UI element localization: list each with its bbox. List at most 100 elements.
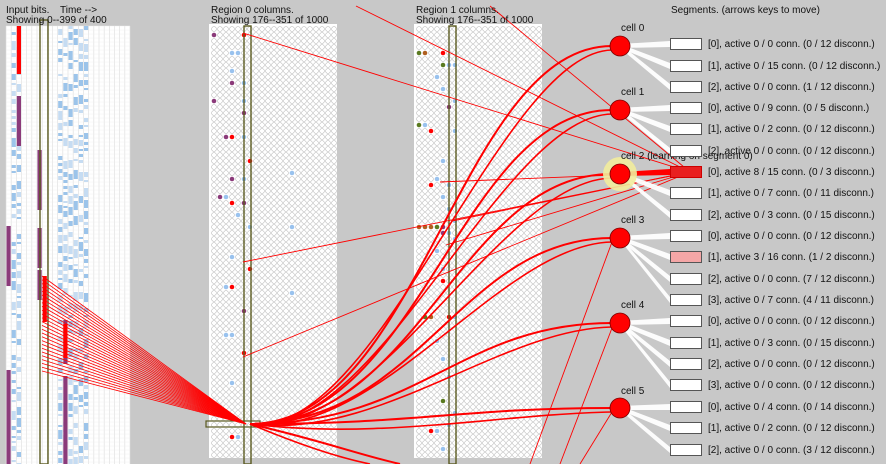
segment-swatch[interactable] <box>670 102 702 114</box>
segment-row[interactable]: [1], active 0 / 3 conn. (0 / 15 disconn.… <box>670 336 875 350</box>
segment-swatch[interactable] <box>670 123 702 135</box>
column-dot <box>331 254 337 260</box>
column-dot <box>265 62 271 68</box>
segment-swatch-partial[interactable] <box>670 251 702 263</box>
segment-row[interactable]: [3], active 0 / 7 conn. (4 / 11 disconn.… <box>670 293 874 307</box>
column-dot <box>265 26 271 32</box>
column-dot <box>464 110 470 116</box>
segment-swatch[interactable] <box>670 444 702 456</box>
segment-swatch[interactable] <box>670 60 702 72</box>
column-dot <box>470 422 476 428</box>
column-dot <box>488 80 494 86</box>
column-dot <box>331 134 337 140</box>
column-dot <box>512 92 518 98</box>
cell-0[interactable] <box>609 35 631 57</box>
segment-row[interactable]: [2], active 0 / 0 conn. (7 / 12 disconn.… <box>670 272 875 286</box>
column-dot <box>458 32 464 38</box>
input-bit <box>16 234 21 239</box>
segment-row-selected[interactable]: [0], active 8 / 15 conn. (0 / 3 disconn.… <box>670 165 875 179</box>
segment-row[interactable]: [0], active 0 / 0 conn. (0 / 12 disconn.… <box>670 37 875 51</box>
segment-row[interactable]: [2], active 0 / 0 conn. (0 / 12 disconn.… <box>670 357 875 371</box>
segment-row[interactable]: [1], active 0 / 7 conn. (0 / 11 disconn.… <box>670 186 874 200</box>
segment-swatch[interactable] <box>670 81 702 93</box>
segment-swatch-active[interactable] <box>670 166 702 178</box>
column-dot <box>229 110 235 116</box>
segment-swatch[interactable] <box>670 230 702 242</box>
column-dot <box>488 374 494 380</box>
segment-swatch[interactable] <box>670 379 702 391</box>
region0-column-grid[interactable] <box>209 24 337 458</box>
column-dot <box>422 152 428 158</box>
column-dot <box>211 176 217 182</box>
column-dot <box>434 188 440 194</box>
column-dot <box>524 452 530 458</box>
column-dot <box>301 176 307 182</box>
column-dot <box>229 158 235 164</box>
column-dot <box>307 338 313 344</box>
segment-row[interactable]: [0], active 0 / 0 conn. (0 / 12 disconn.… <box>670 314 875 328</box>
segment-row[interactable]: [0], active 0 / 4 conn. (0 / 14 disconn.… <box>670 400 875 414</box>
input-bit <box>73 97 78 105</box>
column-dot <box>428 398 434 404</box>
column-dot <box>259 140 265 146</box>
column-dot <box>211 446 217 452</box>
column-dot <box>271 320 277 326</box>
segment-row[interactable]: [1], active 0 / 15 conn. (0 / 12 disconn… <box>670 59 880 73</box>
column-dot <box>482 122 488 128</box>
segment-row[interactable]: [0], active 0 / 9 conn. (0 / 5 disconn.) <box>670 101 869 115</box>
input-bit <box>73 240 78 246</box>
cell-5[interactable] <box>609 397 631 419</box>
column-dot <box>211 134 217 140</box>
column-dot <box>325 302 331 308</box>
segment-row[interactable]: [1], active 0 / 2 conn. (0 / 12 disconn.… <box>670 421 875 435</box>
input-bits-grid[interactable] <box>5 19 131 464</box>
segment-swatch[interactable] <box>670 187 702 199</box>
column-dot <box>488 326 494 332</box>
column-dot <box>524 80 530 86</box>
cell-3[interactable] <box>609 227 631 249</box>
segment-row[interactable]: [1], active 0 / 2 conn. (0 / 12 disconn.… <box>670 122 875 136</box>
column-dot <box>458 164 464 170</box>
cell-2[interactable] <box>609 163 631 185</box>
cell-4[interactable] <box>609 312 631 334</box>
segment-row[interactable]: [2], active 0 / 0 conn. (0 / 12 disconn.… <box>670 144 875 158</box>
segment-row[interactable]: [2], active 0 / 0 conn. (1 / 12 disconn.… <box>670 80 875 94</box>
input-bit <box>84 274 89 278</box>
cell-1[interactable] <box>609 99 631 121</box>
segment-swatch[interactable] <box>670 145 702 157</box>
column-dot <box>530 176 536 182</box>
segment-info: [0], active 0 / 0 conn. (0 / 12 disconn.… <box>708 38 875 50</box>
segment-row[interactable]: [2], active 0 / 0 conn. (3 / 12 disconn.… <box>670 443 875 457</box>
column-dot-active <box>223 134 229 140</box>
segment-swatch[interactable] <box>670 294 702 306</box>
column-dot <box>307 74 313 80</box>
column-dot <box>313 224 319 230</box>
segment-info: [0], active 8 / 15 conn. (0 / 3 disconn.… <box>708 166 875 178</box>
segment-row[interactable]: [3], active 0 / 0 conn. (0 / 12 disconn.… <box>670 378 875 392</box>
column-dot <box>319 218 325 224</box>
column-dot <box>428 164 434 170</box>
column-dot <box>476 434 482 440</box>
segment-row[interactable]: [0], active 0 / 0 conn. (0 / 12 disconn.… <box>670 229 875 243</box>
column-dot <box>259 98 265 104</box>
column-dot <box>482 332 488 338</box>
column-dot <box>331 68 337 74</box>
column-dot <box>289 254 295 260</box>
column-dot <box>223 242 229 248</box>
cells-layer[interactable] <box>603 35 670 453</box>
segment-swatch[interactable] <box>670 358 702 370</box>
column-dot <box>289 62 295 68</box>
segment-swatch[interactable] <box>670 209 702 221</box>
segment-swatch[interactable] <box>670 422 702 434</box>
segment-swatch[interactable] <box>670 38 702 50</box>
segment-swatch[interactable] <box>670 273 702 285</box>
segment-row[interactable]: [1], active 3 / 16 conn. (1 / 2 disconn.… <box>670 250 875 264</box>
column-dot <box>223 206 229 212</box>
segment-swatch[interactable] <box>670 401 702 413</box>
segment-swatch[interactable] <box>670 315 702 327</box>
column-dot <box>530 356 536 362</box>
segment-swatch[interactable] <box>670 337 702 349</box>
segment-row[interactable]: [2], active 0 / 3 conn. (0 / 15 disconn.… <box>670 208 875 222</box>
input-bit <box>63 274 68 282</box>
